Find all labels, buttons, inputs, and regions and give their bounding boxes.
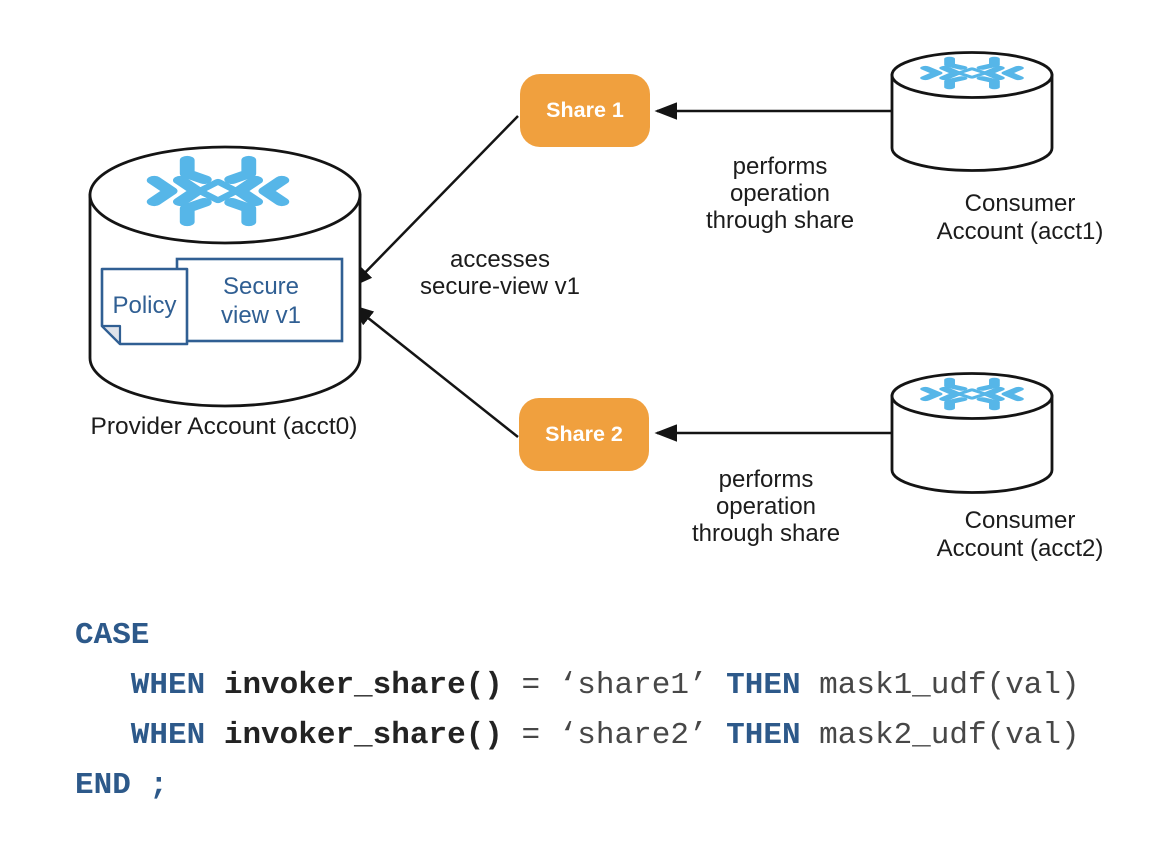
share2-label: Share 2 <box>545 422 623 446</box>
provider-account-label: Provider Account (acct0) <box>90 413 358 440</box>
code-token: WHEN <box>75 717 206 753</box>
code-line: CASE <box>75 610 1080 660</box>
consumer2-label-line2: Account (acct2) <box>936 535 1104 562</box>
code-token: mask1_udf(val) <box>800 667 1080 703</box>
consumer1-label-line1: Consumer <box>964 190 1076 217</box>
code-line: END ; <box>75 760 1080 810</box>
code-token: = ‘share1’ <box>502 667 727 703</box>
policy-document-icon <box>100 267 189 346</box>
performs2-line3: through share <box>691 520 841 547</box>
performs-edge-label-acct1: performs operation through share <box>668 153 892 234</box>
accesses-label-line2: secure-view v1 <box>419 273 581 300</box>
share1-box: Share 1 <box>520 74 650 147</box>
performs-edge-label-acct2: performs operation through share <box>654 466 878 547</box>
code-token: THEN <box>726 667 801 703</box>
code-line: WHEN invoker_share() = ‘share2’ THEN mas… <box>75 710 1080 760</box>
arrow-share1-to-secure-view <box>350 115 519 288</box>
sql-code-block: CASE WHEN invoker_share() = ‘share1’ THE… <box>75 610 1080 810</box>
policy-label: Policy <box>112 292 177 319</box>
code-token: = ‘share2’ <box>502 717 727 753</box>
secure-view-label-line1: Secure <box>222 273 300 300</box>
consumer2-database-cylinder <box>890 372 1054 494</box>
code-token: invoker_share() <box>205 667 503 703</box>
performs2-line2: operation <box>715 493 817 520</box>
share2-box: Share 2 <box>519 398 649 471</box>
code-token: invoker_share() <box>205 717 503 753</box>
consumer2-label-line1: Consumer <box>964 507 1076 534</box>
accesses-edge-label: accesses secure-view v1 <box>390 246 610 300</box>
code-token: mask2_udf(val) <box>800 717 1080 753</box>
performs1-line3: through share <box>705 207 855 234</box>
consumer2-account-label: Consumer Account (acct2) <box>898 507 1142 563</box>
performs1-line2: operation <box>729 180 831 207</box>
performs1-line1: performs <box>732 153 828 180</box>
accesses-label-line1: accesses <box>449 246 551 273</box>
code-line: WHEN invoker_share() = ‘share1’ THEN mas… <box>75 660 1080 710</box>
share1-label: Share 1 <box>546 98 624 122</box>
code-token: WHEN <box>75 667 206 703</box>
consumer1-label-line2: Account (acct1) <box>936 218 1104 245</box>
arrow-share2-to-secure-view <box>351 304 519 438</box>
consumer1-account-label: Consumer Account (acct1) <box>898 190 1142 246</box>
code-token: CASE <box>75 617 150 653</box>
code-token: THEN <box>726 717 801 753</box>
code-token: END ; <box>75 767 169 803</box>
secure-view-label-line2: view v1 <box>220 302 302 329</box>
secure-view-box <box>175 257 344 343</box>
performs2-line1: performs <box>718 466 814 493</box>
consumer1-database-cylinder <box>890 51 1054 172</box>
